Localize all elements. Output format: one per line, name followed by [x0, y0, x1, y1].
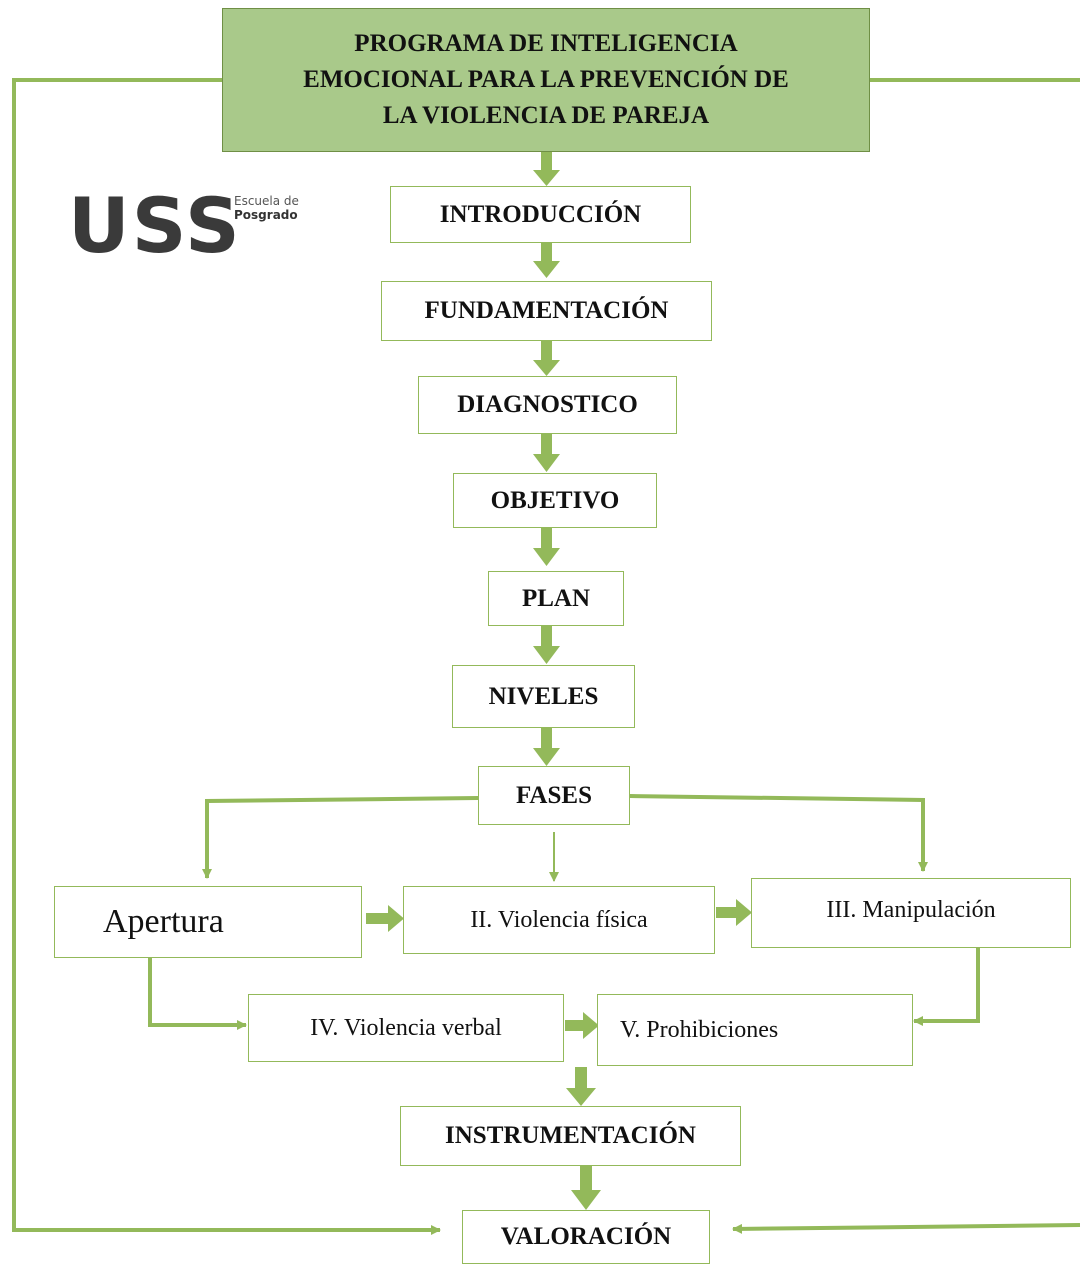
arrow-violencia-verbal-to-prohibiciones [565, 1012, 599, 1039]
fases-to-manipulacion [629, 794, 928, 872]
step-fundamentacion: FUNDAMENTACIÓN [381, 281, 712, 341]
arrow-niveles-to-fases [533, 728, 560, 766]
arrow-plan-to-niveles [533, 626, 560, 664]
logo-top-text: Escuela de [234, 194, 299, 208]
arrow-apertura-to-violencia-fisica [366, 905, 404, 932]
logo-bottom-text: Posgrado [234, 208, 298, 222]
phase-violencia-verbal: IV. Violencia verbal [248, 994, 564, 1062]
step-instrumentacion: INSTRUMENTACIÓN [400, 1106, 741, 1166]
loop-left [12, 78, 441, 1235]
step-introduccion: INTRODUCCIÓN [390, 186, 691, 243]
title-line-2: EMOCIONAL PARA LA PREVENCIÓN DE [303, 66, 789, 93]
apertura-to-violencia-verbal [148, 958, 247, 1030]
arrow-introduccion-to-fundamentacion [533, 243, 560, 278]
title-line-1: PROGRAMA DE INTELIGENCIA [354, 30, 738, 57]
step-fases: FASES [478, 766, 630, 825]
phase-apertura: Apertura [54, 886, 362, 958]
title-line-3: LA VIOLENCIA DE PAREJA [382, 102, 710, 129]
arrow-objetivo-to-plan [533, 528, 560, 566]
arrow-instrumentacion-to-valoracion [571, 1166, 601, 1210]
step-niveles: NIVELES [452, 665, 635, 728]
arrow-prohibiciones-to-instrumentacion [566, 1067, 596, 1106]
phase-manipulacion: III. Manipulación [751, 878, 1071, 948]
arrow-diagnostico-to-objetivo [533, 434, 560, 472]
manipulacion-to-prohibiciones [913, 948, 980, 1026]
program-title: PROGRAMA DE INTELIGENCIA EMOCIONAL PARA … [222, 8, 870, 152]
arrow-fundamentacion-to-diagnostico [533, 341, 560, 376]
arrow-violencia-fisica-to-manipulacion [716, 899, 752, 926]
step-diagnostico: DIAGNOSTICO [418, 376, 677, 434]
loop-right-to-valoracion [732, 1223, 1081, 1234]
step-valoracion: VALORACIÓN [462, 1210, 710, 1264]
arrow-title-to-introduccion [533, 152, 560, 186]
phase-violencia-fisica: II. Violencia física [403, 886, 715, 954]
fases-to-apertura [202, 796, 479, 879]
uss-logo: USS Escuela de Posgrado [68, 181, 328, 270]
step-objetivo: OBJETIVO [453, 473, 657, 528]
phase-prohibiciones: V. Prohibiciones [597, 994, 913, 1066]
logo-mark: USS [68, 181, 242, 270]
step-plan: PLAN [488, 571, 624, 626]
